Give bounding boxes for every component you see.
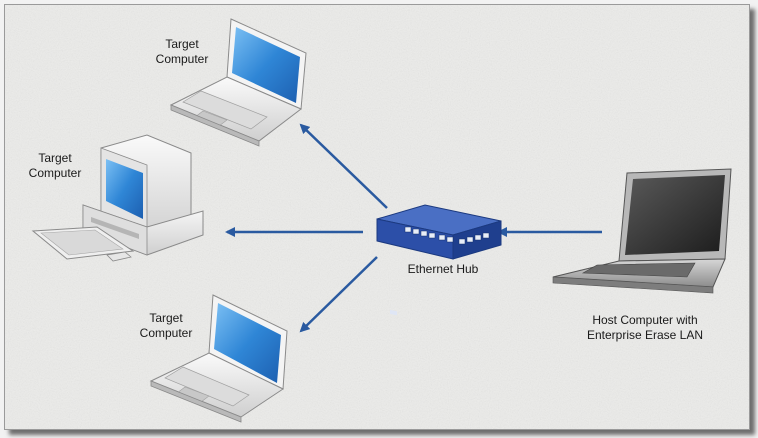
label-laptop-bottom-line1: Target: [149, 311, 183, 325]
label-laptop-bottom: Target Computer: [126, 311, 206, 341]
edge-hub-to-laptop-bottom: [299, 256, 378, 333]
desktop-icon: [31, 134, 204, 262]
label-hub: Ethernet Hub: [393, 262, 493, 277]
label-host-line2: Enterprise Erase LAN: [586, 328, 704, 342]
diagram-panel: Target Computer Target Computer Target C…: [4, 4, 750, 430]
host-laptop-icon: [552, 168, 732, 294]
label-desktop: Target Computer: [15, 151, 95, 181]
label-host-line1: Host Computer with: [592, 313, 698, 327]
network-diagram: [31, 18, 732, 423]
laptop-top-icon: [169, 18, 307, 147]
label-desktop-line1: Target: [38, 151, 72, 165]
label-laptop-bottom-line2: Computer: [139, 326, 193, 340]
laptop-bottom-icon: [149, 294, 288, 423]
label-host: Host Computer with Enterprise Erase LAN: [570, 313, 720, 343]
label-laptop-top-line1: Target: [165, 37, 199, 51]
ethernet-hub-icon: [376, 204, 502, 316]
label-laptop-top-line2: Computer: [155, 52, 209, 66]
label-laptop-top: Target Computer: [142, 37, 222, 67]
edge-hub-to-laptop-top: [299, 123, 388, 209]
label-hub-text: Ethernet Hub: [407, 262, 479, 276]
label-desktop-line2: Computer: [28, 166, 82, 180]
